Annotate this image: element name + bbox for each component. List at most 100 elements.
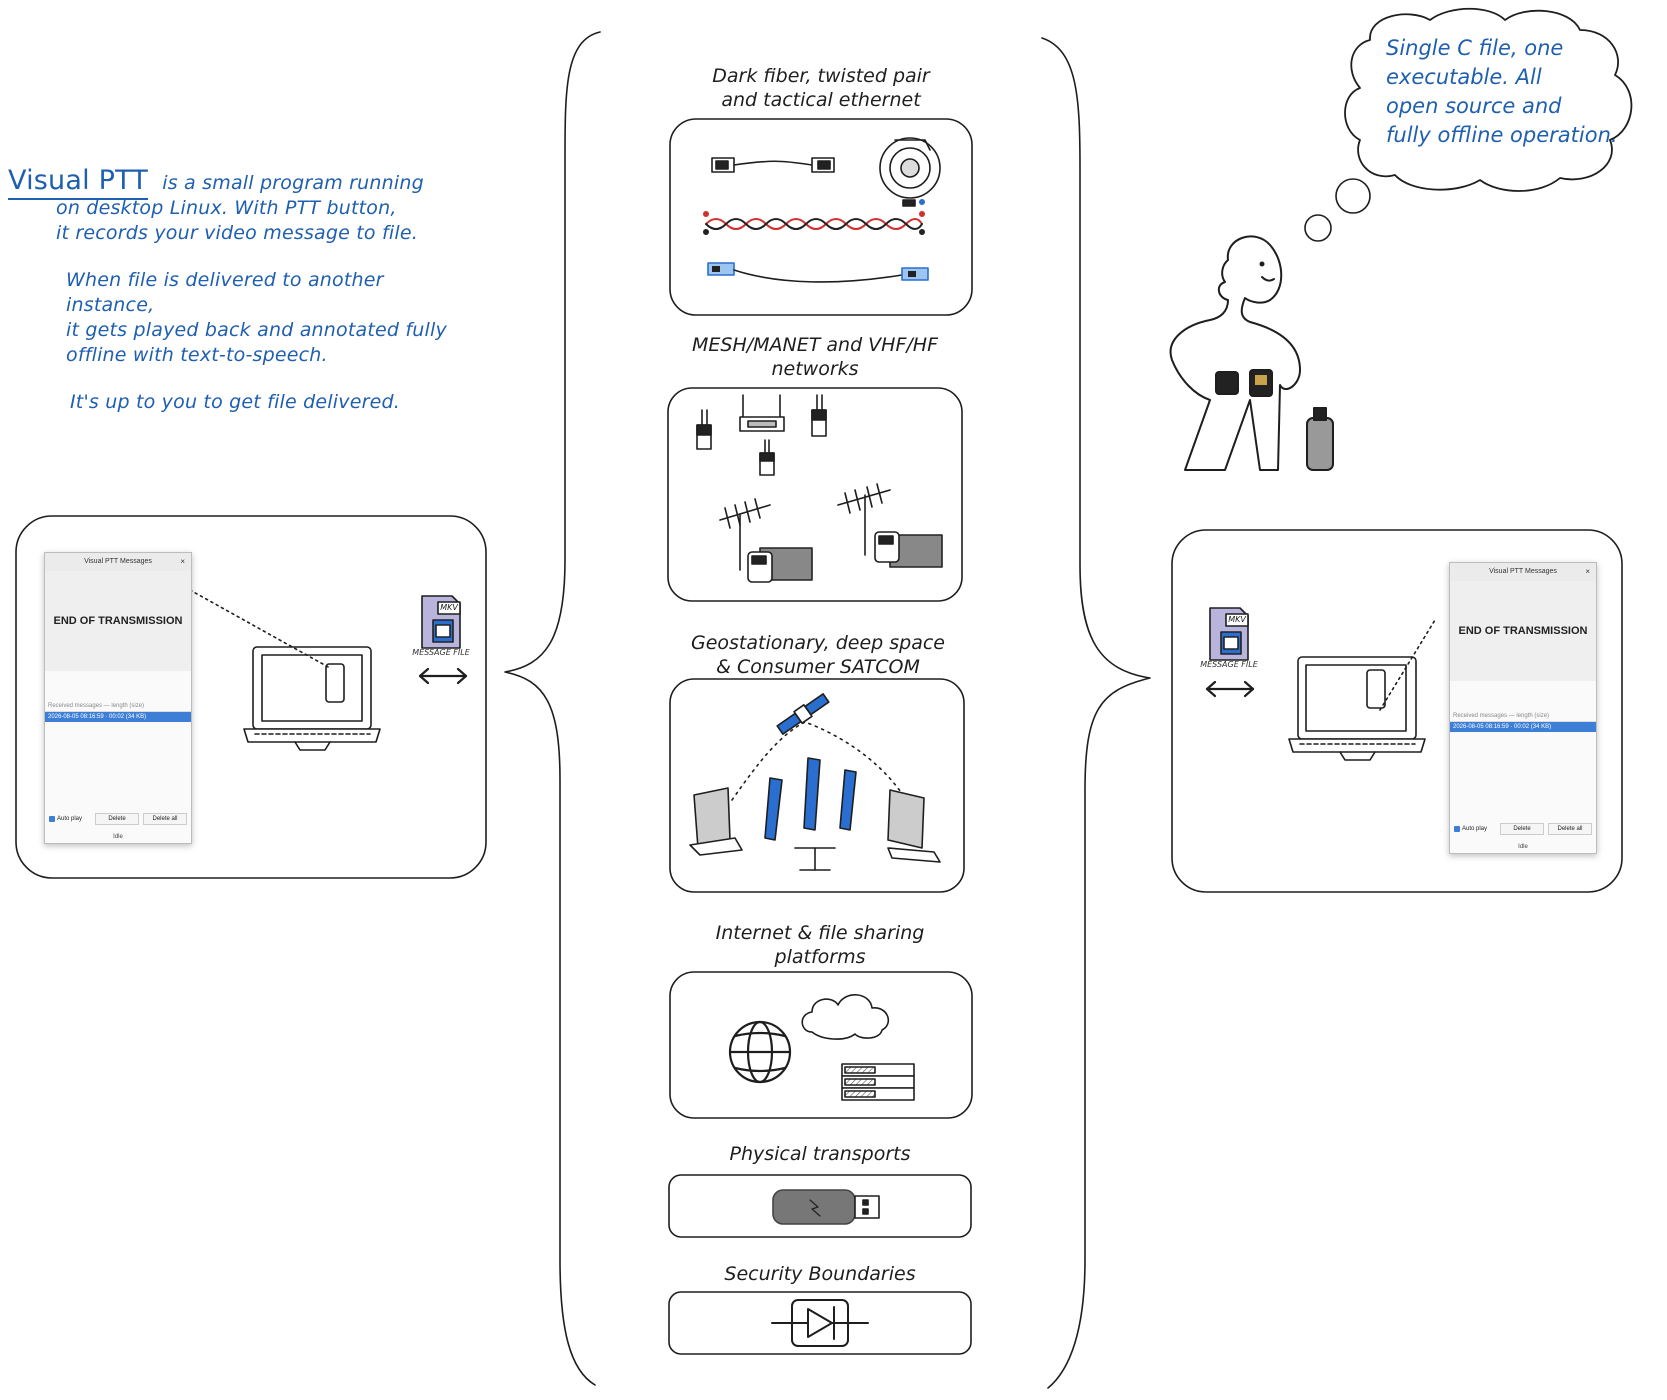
close-icon[interactable]: × [180,557,185,566]
message-file-label-right: MESSAGE FILE [1200,660,1258,669]
delete-all-button[interactable]: Delete all [143,813,187,825]
thought-dot-2 [1304,214,1332,242]
section-box-internet [669,971,973,1119]
intro-text: Visual PTT is a small program running on… [8,165,478,415]
person-figure-icon [1169,235,1334,471]
right-station-box [1171,529,1623,893]
laptop-icon-right [1288,656,1426,761]
arrow-both-icon [418,667,468,685]
yagi-antenna-icon [719,498,771,571]
mkv-badge-left: MKV [440,603,458,612]
thought-line-3: open source and [1386,94,1562,118]
file-icon-left [421,595,461,649]
section-box-security [668,1291,972,1355]
radio-handset-icon-2 [874,531,943,568]
button-bar-right: Auto play Delete Delete all [1454,823,1592,835]
section-label-satcom-line1: Geostationary, deep space [690,632,945,654]
sat-dish-icon-2 [887,789,941,863]
status-bar-right: Idle [1518,844,1528,850]
section-label-fiber: Dark fiber, twisted pair and tactical et… [661,64,981,112]
section-label-fiber-line1: Dark fiber, twisted pair [712,65,930,87]
intro-line-1: is a small program running [162,172,424,194]
section-box-fiber [669,118,973,316]
section-label-internet-line1: Internet & file sharing [715,922,925,944]
autoplay-checkbox-right[interactable]: Auto play [1454,826,1496,832]
section-box-satcom [669,678,965,893]
app-title: Visual PTT [8,165,148,200]
intro-p2-line-2: it gets played back and annotated fully [66,319,447,341]
sat-dish-icon [689,787,743,856]
section-label-satcom: Geostationary, deep space & Consumer SAT… [658,631,978,679]
status-display: END OF TRANSMISSION [45,571,191,671]
list-item-right[interactable]: 2026-08-05 08:16:59 · 00:02 (34 KB) [1450,722,1596,732]
section-label-mesh: MESH/MANET and VHF/HF networks [655,333,975,381]
delete-button[interactable]: Delete [95,813,139,825]
message-file-label-left: MESSAGE FILE [412,648,470,657]
app-window-left[interactable]: Visual PTT Messages × END OF TRANSMISSIO… [44,552,192,844]
window-title-right: Visual PTT Messages [1489,568,1557,575]
radio-antenna-icon [696,409,712,450]
left-link-dotted [189,589,331,669]
thought-line-2: executable. All [1386,65,1542,89]
router-icon [739,394,785,432]
window-titlebar[interactable]: Visual PTT Messages × [45,553,191,571]
right-link-dotted [1379,619,1436,711]
server-rack-icon [841,1063,915,1101]
right-brace [1041,37,1151,1389]
radio-antenna-icon-3 [759,439,775,476]
section-box-mesh [667,387,963,602]
list-item[interactable]: 2026-08-05 08:16:59 · 00:02 (34 KB) [45,712,191,722]
section-label-internet: Internet & file sharing platforms [660,921,980,969]
thought-line-4: fully offline operation. [1386,123,1618,147]
delete-button-right[interactable]: Delete [1500,823,1544,835]
yagi-antenna-icon-2 [837,483,891,556]
thought-bubble-icon [1344,7,1633,192]
blue-patch-cable-icon [707,262,929,283]
starlink-dish-icon [794,847,836,871]
autoplay-label: Auto play [57,816,83,822]
mkv-badge-right: MKV [1228,615,1246,624]
status-bar: Idle [113,834,123,840]
section-box-physical [668,1174,972,1238]
intro-p2-line-3: offline with text-to-speech. [66,344,328,366]
left-station-box [15,515,487,879]
satellite-icon [776,693,830,735]
window-titlebar-right[interactable]: Visual PTT Messages × [1450,563,1596,581]
section-label-physical: Physical transports [660,1142,980,1166]
list-header: Received messages — length (size) [45,701,191,712]
thought-text: Single C file, one executable. All open … [1386,34,1656,150]
laptop-icon-left [243,646,381,751]
intro-line-2: on desktop Linux. With PTT button, [56,197,397,219]
autoplay-checkbox[interactable]: Auto play [49,816,91,822]
window-title: Visual PTT Messages [84,558,152,565]
section-label-fiber-line2: and tactical ethernet [721,89,921,111]
status-display-right: END OF TRANSMISSION [1450,581,1596,681]
twisted-pair-icon [703,211,925,235]
cloud-icon [801,994,890,1040]
section-label-satcom-line2: & Consumer SATCOM [716,656,920,678]
section-label-internet-line2: platforms [774,946,866,968]
intro-line-3: it records your video message to file. [56,222,418,244]
autoplay-label-right: Auto play [1462,826,1488,832]
button-bar: Auto play Delete Delete all [49,813,187,825]
app-window-right[interactable]: Visual PTT Messages × END OF TRANSMISSIO… [1449,562,1597,854]
radio-antenna-icon-2 [811,394,827,437]
delete-all-button-right[interactable]: Delete all [1548,823,1592,835]
globe-icon [728,1020,792,1084]
checkbox-icon-right [1454,826,1460,832]
section-label-security-line1: Security Boundaries [724,1263,916,1285]
ethernet-cable-icon [711,157,835,173]
intro-p2-line-1: When file is delivered to another instan… [66,269,384,316]
left-brace [504,31,601,1386]
arrow-both-icon-2 [1205,680,1255,698]
close-icon-right[interactable]: × [1585,567,1590,576]
section-label-physical-line1: Physical transports [729,1143,911,1165]
list-header-right: Received messages — length (size) [1450,711,1596,722]
section-label-mesh-line2: networks [771,358,859,380]
fiber-spool-icon [879,137,941,207]
thought-line-1: Single C file, one [1386,36,1564,60]
section-label-mesh-line1: MESH/MANET and VHF/HF [691,334,939,356]
section-label-security: Security Boundaries [660,1262,980,1286]
usb-drive-icon [772,1189,880,1225]
